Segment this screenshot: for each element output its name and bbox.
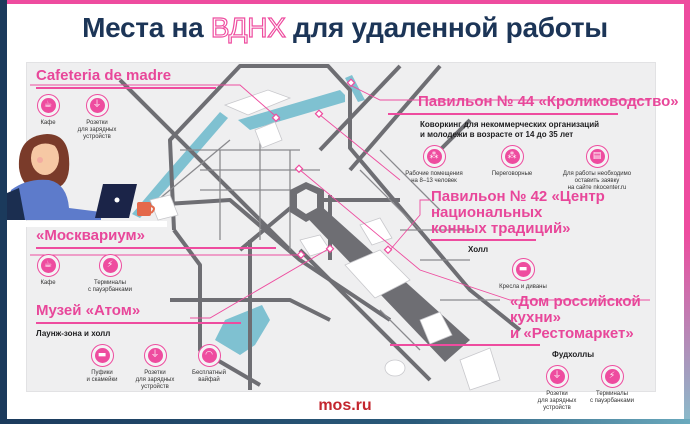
meeting-room-icon: ⁂ <box>500 144 524 168</box>
feature-powerbank-terminals: ⚡ Терминалы с пауэрбанками <box>80 253 140 294</box>
buildings <box>149 89 501 391</box>
title-underline <box>36 87 216 89</box>
feature-sockets: ⏚ Розетки для зарядных устройств <box>534 364 580 412</box>
wifi-icon: ◠ <box>197 343 221 367</box>
title-underline <box>388 113 618 115</box>
location-title: «Дом российской кухни» и «Рестомаркет» <box>510 293 641 342</box>
source-footer: mos.ru <box>318 397 372 414</box>
armchairs-icon: ▬ <box>511 257 535 281</box>
page-title: Места на ВДНХ для удаленной работы <box>0 11 690 44</box>
frame-left-border <box>0 0 7 424</box>
location-subtitle: Лаунж-зона и холл <box>36 328 111 338</box>
feature-work-rooms: ⁂ Рабочие помещения на 8–13 человек <box>398 144 470 192</box>
location-pavilion-44: Павильон № 44 «Кролиководство» Коворкинг… <box>388 93 679 192</box>
feature-application-required: ▤ Для работы необходимо оставить заявку … <box>554 144 640 192</box>
powerbank-terminal-icon: ⚡ <box>98 253 122 277</box>
title-underline <box>36 247 276 249</box>
power-plug-icon: ⏚ <box>545 364 569 388</box>
feature-armchairs: ▬ Кресла и диваны <box>493 257 553 291</box>
illustration-desk <box>7 221 167 227</box>
location-title: Павильон № 42 «Центр национальных конных… <box>431 188 605 237</box>
location-subtitle: Коворкинг для некоммерческих организаций… <box>420 119 600 139</box>
title-underline <box>390 344 540 346</box>
woman-with-laptop-illustration <box>7 134 155 220</box>
frame-top-border <box>0 0 690 4</box>
title-underline <box>36 322 241 324</box>
coffee-cup-icon: ☕ <box>36 253 60 277</box>
web-application-icon: ▤ <box>585 144 609 168</box>
sofa-icon: ▬ <box>90 343 114 367</box>
location-title: Павильон № 44 «Кролиководство» <box>418 93 679 110</box>
frame-bottom-border <box>0 419 690 424</box>
feature-cafe: ☕ Кафе <box>36 93 60 141</box>
feature-sockets: ⏚ Розетки для зарядных устройств <box>72 93 122 141</box>
location-atom-museum: Музей «Атом» Лаунж-зона и холл ▬ Пуфики … <box>36 303 256 391</box>
location-title: Музей «Атом» <box>36 302 141 319</box>
power-plug-icon: ⏚ <box>85 93 109 117</box>
location-title: «Москвариум» <box>36 227 145 244</box>
location-moskvarium: «Москвариум» ☕ Кафе ⚡ Терминалы с пауэрб… <box>36 227 276 294</box>
powerbank-terminal-icon: ⚡ <box>600 364 624 388</box>
title-underline <box>431 239 536 241</box>
team-room-icon: ⁂ <box>422 144 446 168</box>
location-subtitle: Фудхоллы <box>552 349 595 359</box>
frame-right-border <box>684 0 690 424</box>
location-title: Cafeteria de madre <box>36 67 172 84</box>
location-cafeteria-de-madre: Cafeteria de madre ☕ Кафе ⏚ Розетки для … <box>36 67 216 141</box>
feature-poufs: ▬ Пуфики и скамейки <box>80 343 124 391</box>
feature-powerbank-terminals: ⚡ Терминалы с пауэрбанками <box>586 364 638 412</box>
title-highlight-vdnh: ВДНХ <box>210 11 286 43</box>
location-russian-cuisine-house: «Дом российской кухни» и «Рестомаркет» Ф… <box>390 293 660 412</box>
feature-wifi: ◠ Бесплатный вайфай <box>186 343 232 391</box>
feature-meeting-rooms: ⁂ Переговорные <box>476 144 548 192</box>
feature-cafe: ☕ Кафе <box>36 253 60 294</box>
title-suffix: для удаленной работы <box>285 12 608 43</box>
leader-lines <box>30 84 650 319</box>
power-plug-icon: ⏚ <box>143 343 167 367</box>
location-pavilion-42: Павильон № 42 «Центр национальных конных… <box>431 189 656 291</box>
feature-sockets: ⏚ Розетки для зарядных устройств <box>132 343 178 391</box>
vdnh-map <box>30 64 650 391</box>
coffee-cup-icon: ☕ <box>36 93 60 117</box>
location-subtitle: Холл <box>468 244 489 254</box>
title-prefix: Места на <box>82 12 211 43</box>
